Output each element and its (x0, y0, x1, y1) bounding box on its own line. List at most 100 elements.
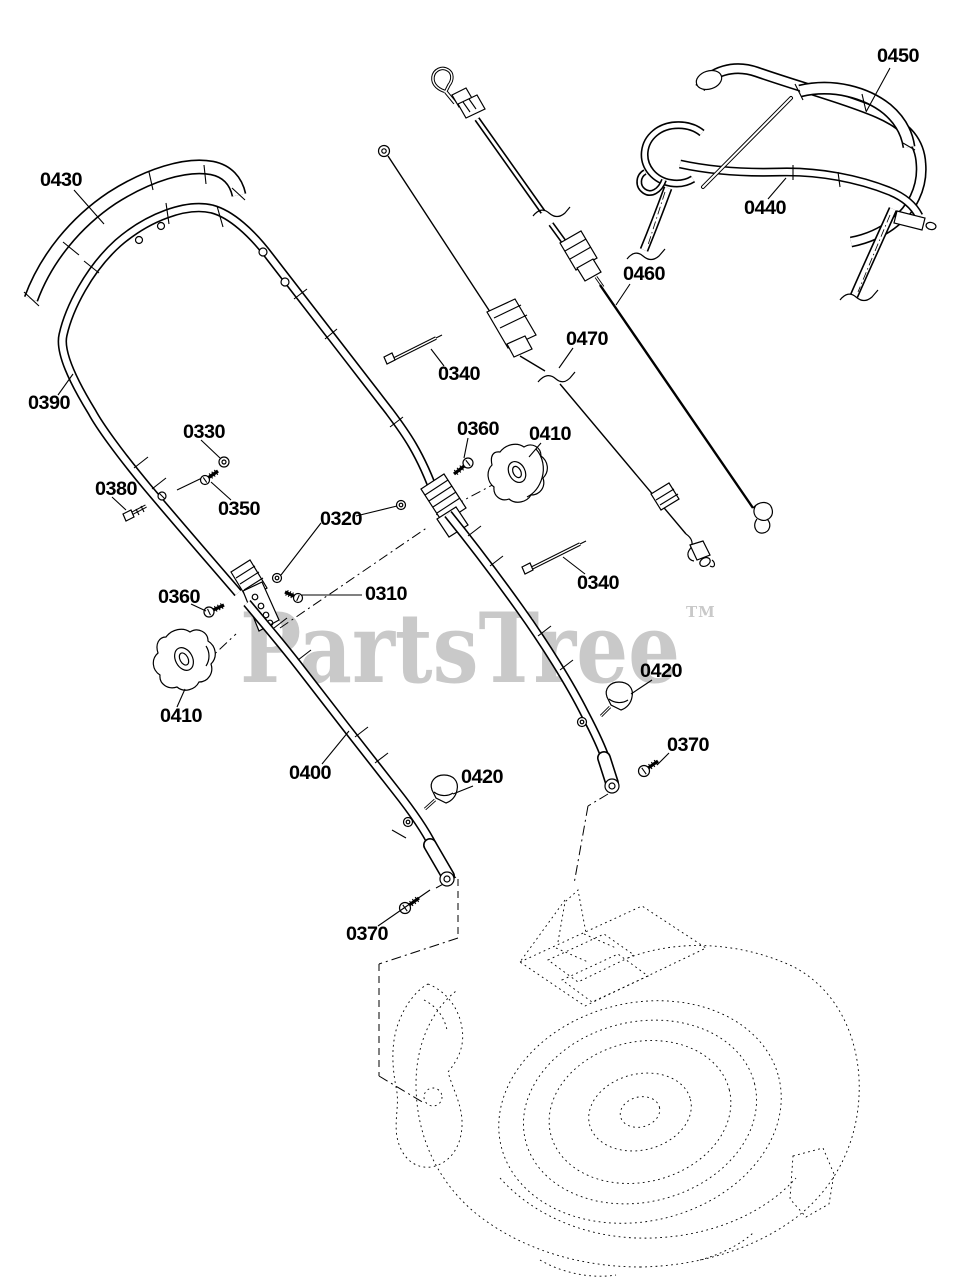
break-squiggle (532, 206, 571, 218)
tube-end-cap (695, 69, 723, 91)
control-cable-0470 (377, 144, 716, 568)
callout-leader-0410 (176, 688, 186, 708)
cable-end-hook (752, 501, 773, 521)
engine-plate-outline (519, 905, 707, 1007)
callout-leader-0450 (865, 67, 891, 113)
deck-outline-right (627, 945, 860, 1268)
deck-handle-bracket (392, 983, 464, 1168)
callout-leader-0420 (452, 785, 474, 795)
part-callout-0360-10: 0360 (158, 587, 200, 608)
cable-clip-screw (280, 277, 290, 287)
mount-fastener (576, 716, 588, 728)
tube-end-strap (424, 839, 454, 882)
callout-leader-0370 (377, 889, 431, 927)
callout-leader-0400 (321, 730, 350, 765)
inner-cable-wire (599, 284, 754, 509)
washers-0320 (176, 477, 407, 584)
part-callout-0410-11: 0410 (160, 706, 202, 727)
deck-foot (789, 1147, 835, 1218)
callout-leader-0440 (767, 177, 787, 200)
engine-plate-inner-1 (547, 933, 635, 983)
lower-handle-left-0400 (243, 599, 455, 887)
callout-leader-0410 (528, 442, 542, 458)
cable-end-eyelet (699, 556, 711, 568)
knob-0410-right (487, 443, 548, 503)
cable-clip-screw (258, 247, 268, 257)
deck-spout-edge (519, 899, 566, 963)
bail-lower-bar-0440 (679, 161, 922, 218)
cable-ferrule-cone (576, 258, 602, 282)
bail-left-leg (641, 186, 671, 252)
cable-anchor-barrel (893, 210, 926, 231)
bail-left-loop (642, 122, 704, 186)
part-callout-0360-6: 0360 (457, 419, 499, 440)
callout-leader-0390 (57, 373, 74, 396)
bail-j-hook (637, 170, 666, 195)
engine-plate-ribs (555, 933, 617, 963)
strap-hole (439, 871, 455, 887)
part-callout-0320-8: 0320 (320, 509, 362, 530)
handle-screw-boss (134, 235, 144, 245)
callout-leader-0360 (463, 437, 469, 459)
bail-brace-rod (702, 97, 792, 188)
control-cable-0460 (431, 66, 773, 534)
screw-0360-left (203, 603, 225, 618)
cone-bolt-0420-right (599, 681, 633, 718)
handle-grip-0430 (23, 159, 247, 307)
cable-end-tip (709, 559, 716, 568)
cable-end-barrel (689, 540, 711, 561)
callout-leader-0420 (630, 679, 653, 695)
cable-ring-end (377, 144, 391, 158)
grip-band-0450 (798, 83, 914, 148)
pin-0340-lower (521, 540, 587, 575)
deck-ghost (392, 889, 860, 1277)
part-callout-0370-14: 0370 (346, 924, 388, 945)
break-squiggle (839, 289, 879, 302)
assembly-connectors (204, 481, 609, 1104)
part-callout-0340-15: 0340 (577, 573, 619, 594)
part-callout-0420-13: 0420 (461, 767, 503, 788)
part-callout-0330-3: 0330 (183, 422, 225, 443)
part-callout-0380-5: 0380 (95, 479, 137, 500)
handle-screw-boss (156, 221, 166, 231)
part-callout-0340-2: 0340 (438, 364, 480, 385)
lower-handle-right (444, 511, 620, 794)
cable-adjuster (457, 94, 486, 119)
callout-leader-0380 (111, 496, 127, 511)
bail-assembly-0440-0450 (626, 63, 937, 302)
part-callout-0420-16: 0420 (640, 661, 682, 682)
watermark-tm: TM (686, 603, 716, 621)
callout-leader-0370 (656, 752, 670, 766)
callout-leader-0340 (430, 348, 445, 367)
screws (199, 457, 659, 915)
cable-connector-box (486, 298, 537, 349)
part-callout-0310-9: 0310 (365, 584, 407, 605)
knob-0410-left (152, 628, 216, 691)
deck-spout (557, 889, 587, 943)
deck-inner-ring (499, 1177, 797, 1239)
deck-skirt-2 (699, 1232, 754, 1261)
deck-skirt-1 (539, 1259, 617, 1277)
deck-outline-left (415, 990, 642, 1268)
screw-0370-right (637, 759, 659, 778)
screw-0360-right (453, 457, 474, 476)
part-callout-0350-4: 0350 (218, 499, 260, 520)
callout-leader-0360 (190, 603, 207, 612)
cable-anchor-eyelet (925, 221, 937, 231)
screw-0310 (284, 589, 304, 604)
engine-plate-inner-2 (561, 953, 649, 1003)
callout-leader-0340 (562, 556, 586, 575)
part-callout-0400-12: 0400 (289, 763, 331, 784)
part-callout-0460-20: 0460 (623, 264, 665, 285)
callout-leader-0350 (210, 481, 232, 501)
cable-conduit (475, 118, 545, 213)
break-squiggle (626, 248, 666, 261)
callout-leader-0320 (355, 505, 398, 517)
cable-connector-tail (506, 335, 533, 358)
cable-z-fitting (685, 533, 695, 562)
callout-leader-0470 (558, 347, 574, 369)
mount-fastener (402, 816, 414, 828)
cable-z-hook (432, 67, 453, 94)
